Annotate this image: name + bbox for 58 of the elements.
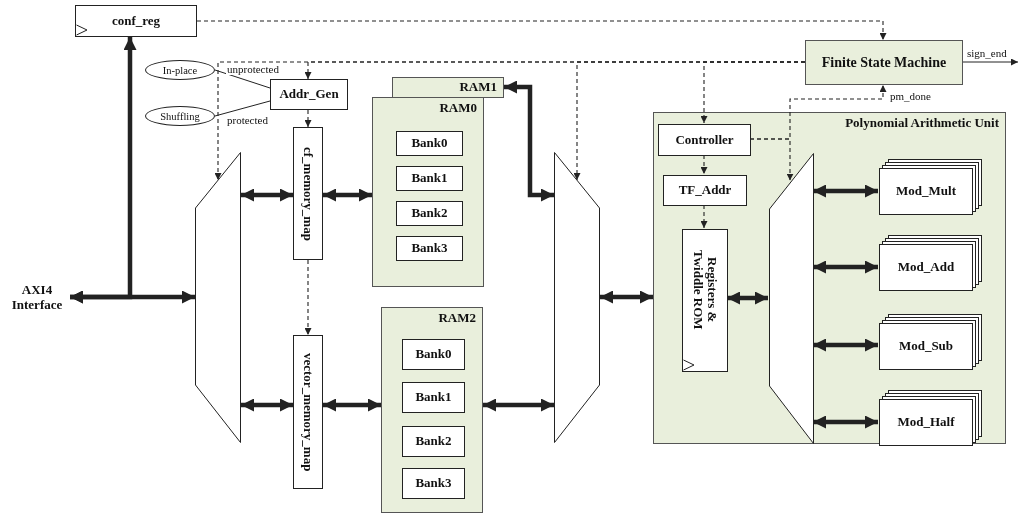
connector-line <box>214 69 271 89</box>
bus-arrow <box>504 80 554 202</box>
edge-label: sign_end <box>966 47 1008 60</box>
dashed-arrow <box>304 259 312 336</box>
memory-block: RAM1 <box>392 77 504 98</box>
process-box: Finite State Machine <box>805 40 963 85</box>
memory-box <box>682 229 728 372</box>
group-title: Polynomial Arithmetic Unit <box>845 116 999 131</box>
box-label: Registers & Twiddle ROM <box>690 248 720 332</box>
bus-arrow <box>323 398 381 412</box>
edge-label: pm_done <box>889 90 932 103</box>
process-box: cf_memory_map <box>293 127 323 260</box>
bus-arrow <box>813 338 878 352</box>
group-panel <box>372 97 484 287</box>
process-box: Bank0 <box>396 131 463 156</box>
bus-arrow <box>813 260 878 274</box>
process-box: vector_memory_map <box>293 335 323 489</box>
bus-arrow <box>241 398 293 412</box>
dashed-arrow <box>700 61 806 124</box>
bus-arrow <box>600 290 653 304</box>
interface-label: AXI4 Interface <box>4 280 70 316</box>
multiplexer-shape <box>195 152 241 443</box>
bus-arrow <box>241 188 293 202</box>
multiplexer-shape <box>769 153 814 444</box>
bus-arrow <box>727 291 768 305</box>
process-box: Bank0 <box>402 339 465 370</box>
dashed-arrow <box>700 154 708 175</box>
ellipse-node: In-place <box>145 60 215 80</box>
process-box: Bank1 <box>396 166 463 191</box>
dashed-arrow <box>749 84 887 140</box>
dashed-arrow <box>700 204 708 229</box>
edge-label: protected <box>226 114 269 127</box>
dashed-arrow <box>304 109 312 128</box>
process-box: Bank3 <box>396 236 463 261</box>
bus-arrow <box>483 398 554 412</box>
group-title: RAM2 <box>438 311 476 326</box>
edge-label: unprotected <box>226 63 280 76</box>
process-box: Bank1 <box>402 382 465 413</box>
bus-arrow <box>813 415 878 429</box>
process-box: Bank2 <box>396 201 463 226</box>
bus-arrow <box>70 290 195 304</box>
process-box: Bank2 <box>402 426 465 457</box>
group-panel <box>653 112 1006 444</box>
register-box <box>75 5 197 37</box>
connector-line <box>214 100 271 117</box>
multiplexer-shape <box>554 152 600 443</box>
process-box: Bank3 <box>402 468 465 499</box>
process-box: Controller <box>658 124 751 156</box>
process-box: Addr_Gen <box>270 79 348 110</box>
process-box: TF_Addr <box>663 175 747 206</box>
group-title: RAM0 <box>439 101 477 116</box>
bus-arrow <box>813 184 878 198</box>
box-label: conf_reg <box>111 13 161 29</box>
bus-arrow <box>323 188 372 202</box>
dashed-arrow <box>196 20 887 41</box>
group-panel <box>381 307 483 513</box>
ellipse-node: Shuffling <box>145 106 215 126</box>
arrow <box>962 58 1019 66</box>
